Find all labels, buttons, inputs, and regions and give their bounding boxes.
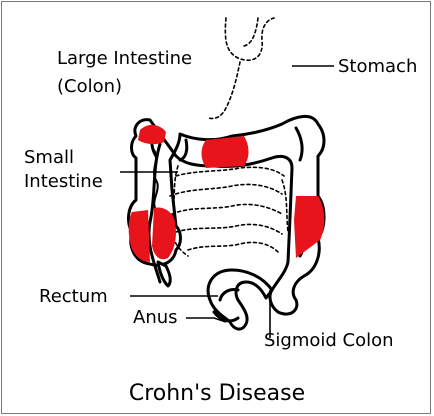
label-anus: Anus (133, 307, 178, 328)
stomach-outline (208, 18, 274, 119)
label-stomach: Stomach (338, 56, 417, 77)
inflamed-region-ascending (129, 210, 150, 262)
label-intestine: Intestine (24, 171, 103, 192)
inflamed-region-transverse (202, 136, 249, 168)
label-sigmoid-colon: Sigmoid Colon (264, 330, 394, 351)
label-small: Small (24, 147, 74, 168)
caption: Crohn's Disease (129, 381, 305, 406)
label-large-intestine: Large Intestine (57, 48, 192, 69)
label-colon: (Colon) (57, 76, 122, 97)
sigmoid-rectum (208, 270, 272, 329)
label-rectum: Rectum (39, 286, 108, 307)
small-intestine-loops (170, 166, 288, 256)
